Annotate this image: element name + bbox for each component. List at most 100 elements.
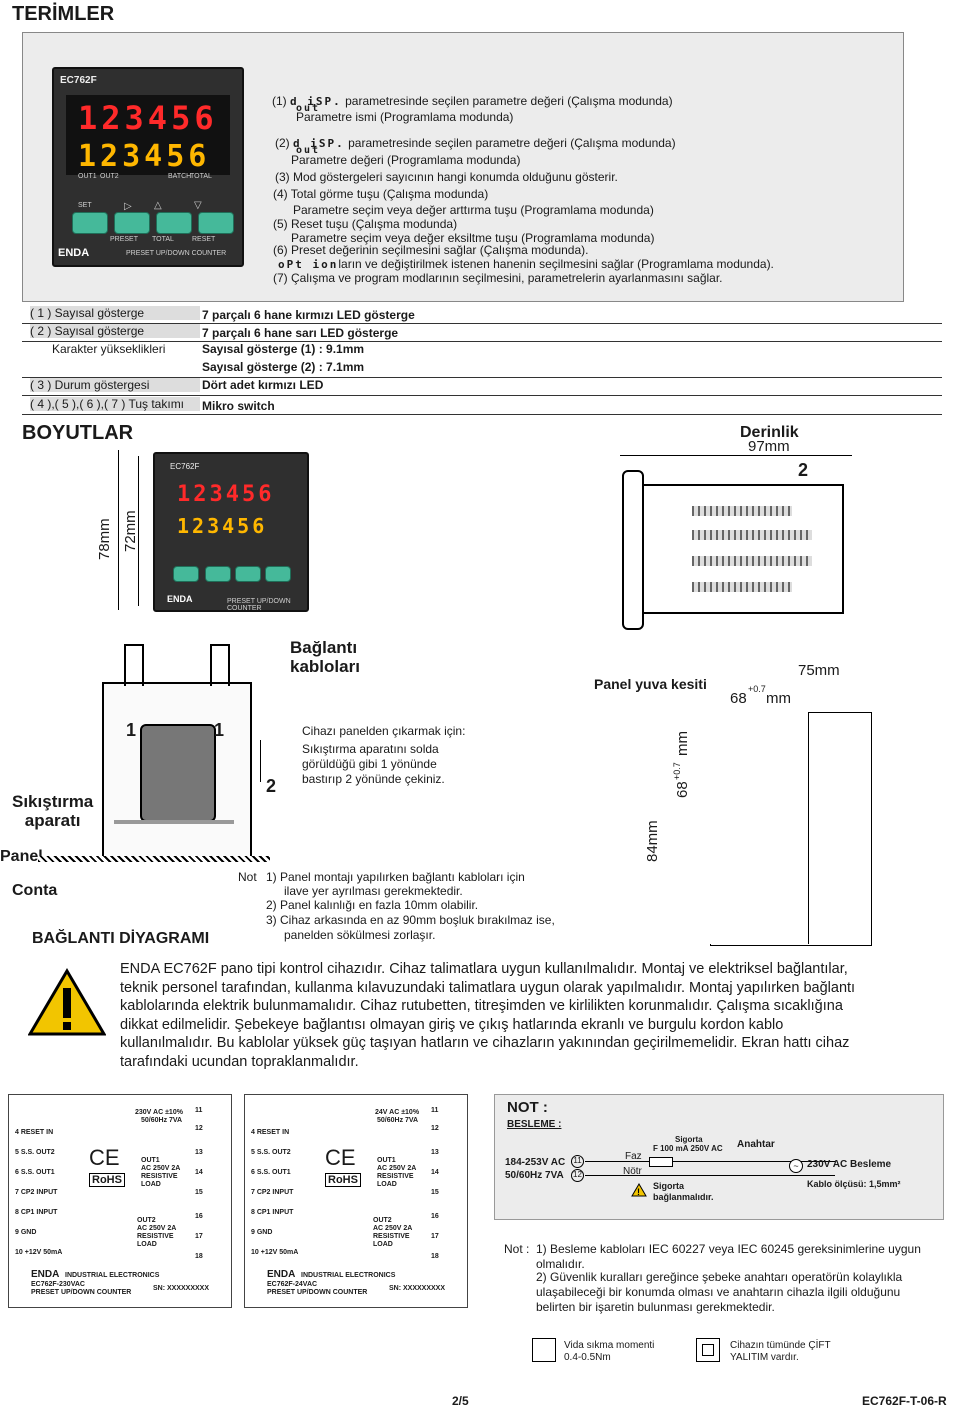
terminal-num: 17	[195, 1233, 203, 1240]
mount-note-prefix: Not	[238, 870, 257, 884]
side-bezel	[622, 470, 644, 630]
cutout-68: 68	[730, 690, 747, 707]
terminal-num: 17	[431, 1233, 439, 1240]
total-label: TOTAL	[152, 236, 174, 243]
out2-label: OUT2 AC 250V 2A RESISTIVE LOAD	[373, 1217, 413, 1248]
front-set-button	[173, 566, 199, 582]
mount-note-1: 1) Panel montajı yapılırken bağlantı kab…	[266, 870, 525, 884]
term-1-num: (1)	[272, 94, 287, 108]
front-display-2: 123456	[177, 514, 268, 538]
dimensions-title: BOYUTLAR	[22, 422, 134, 444]
cable-size: Kablo ölçüsü: 1,5mm²	[807, 1179, 901, 1189]
cutout-title: Panel yuva kesiti	[594, 676, 707, 692]
display-2: 123456	[78, 139, 211, 174]
label-sn: SN: XXXXXXXXX	[153, 1285, 210, 1292]
spec-value: 7 parçalı 6 hane sarı LED gösterge	[202, 326, 399, 340]
preset-button[interactable]	[114, 212, 150, 234]
terminal-label: 5 S.S. OUT2	[15, 1149, 55, 1156]
supply-label: 230V AC ±10%	[135, 1109, 183, 1116]
down-arrow-icon: ▽	[194, 200, 202, 211]
cutout-68-v: 68	[674, 781, 691, 798]
warning-text: ENDA EC762F pano tipi kontrol cihazıdır.…	[120, 961, 856, 1070]
term-2: (2) d iSP. parametresinde seçilen parame…	[275, 136, 676, 151]
insulation-text: Cihazın tümünde ÇİFT YALITIM vardır.	[730, 1340, 831, 1363]
supply-label-2: 50/60Hz 7VA	[141, 1117, 183, 1124]
indicator-out1: OUT1	[78, 173, 97, 180]
front-total-button	[235, 566, 261, 582]
pull-arrow	[260, 740, 261, 782]
cutout-84: 84mm	[644, 820, 661, 862]
term-7: (7) Çalışma ve program modlarının seçilm…	[273, 271, 723, 285]
rohs-logo: RoHS	[325, 1173, 361, 1187]
terminal-12: 12	[571, 1169, 584, 1182]
document-code: EC762F-T-06-R	[862, 1394, 947, 1408]
front-preset-button	[205, 566, 231, 582]
cable-label: Bağlantı kabloları	[290, 638, 360, 676]
depth-line	[620, 455, 852, 456]
gasket-label: Conta	[12, 882, 58, 899]
install-note-2: 2) Güvenlik kuralları gereğince şebeke a…	[536, 1270, 903, 1314]
front-reset-button	[265, 566, 291, 582]
indicator-batch: BATCH	[168, 173, 192, 180]
term-4: (4) Total görme tuşu (Çalışma modunda)	[273, 187, 489, 201]
switch-label: Anahtar	[737, 1139, 775, 1150]
ac-source-icon: ~	[789, 1159, 803, 1173]
term-6-code: oPt ion	[278, 258, 339, 271]
label-model: EC762F-230VAC	[31, 1281, 85, 1288]
clamp-drawing	[102, 644, 252, 862]
panel-section	[38, 856, 270, 862]
cutout-gap	[710, 712, 809, 944]
right-arrow-icon: ▷	[124, 201, 132, 212]
terminal-label: 5 S.S. OUT2	[251, 1149, 291, 1156]
height-72: 72mm	[122, 510, 139, 552]
torque-text: Vida sıkma momenti 0.4-0.5Nm	[564, 1340, 655, 1363]
supply-range-2: 50/60Hz 7VA	[505, 1170, 564, 1181]
terminal-num: 15	[431, 1189, 439, 1196]
wiring-label-230v: 4 RESET IN 5 S.S. OUT2 6 S.S. OUT1 7 CP2…	[8, 1094, 232, 1308]
spec-value: 7 parçalı 6 hane kırmızı LED gösterge	[202, 308, 415, 322]
spec-label: ( 4 ),( 5 ),( 6 ),( 7 ) Tuş takımı	[30, 397, 200, 411]
front-display-1: 123456	[177, 482, 275, 507]
set-button[interactable]	[72, 212, 108, 234]
cutout-68-unit: mm	[766, 690, 791, 707]
spec-row: ( 3 ) Durum göstergesi Dört adet kırmızı…	[22, 378, 942, 396]
terminal-label: 7 CP2 INPUT	[15, 1189, 58, 1196]
terminal-num: 13	[431, 1149, 439, 1156]
term-3: (3) Mod göstergeleri sayıcının hangi kon…	[275, 170, 618, 184]
ce-logo: CE	[89, 1145, 120, 1170]
terminal-label: 4 RESET IN	[15, 1129, 54, 1136]
indicator-out2: OUT2	[100, 173, 119, 180]
warning-icon: !	[631, 1183, 647, 1197]
cutout-68-v-tol: +0.7	[672, 762, 682, 780]
spec-label: ( 2 ) Sayısal gösterge	[30, 324, 200, 338]
dim-line-72	[138, 456, 139, 606]
rohs-logo: RoHS	[89, 1173, 125, 1187]
spec-row: Sayısal gösterge (2) : 7.1mm	[22, 360, 942, 378]
clamp-num-2: 1	[214, 720, 225, 740]
install-note-1: 1) Besleme kabloları IEC 60227 veya IEC …	[536, 1242, 921, 1271]
spec-value: Mikro switch	[202, 399, 275, 413]
depth-label: Derinlik	[740, 424, 799, 441]
label-brand-2: INDUSTRIAL ELECTRONICS	[65, 1272, 160, 1279]
brand-logo: ENDA	[58, 247, 90, 259]
term-5-sub: Parametre seçim veya değer eksiltme tuşu…	[291, 231, 655, 245]
total-button[interactable]	[156, 212, 192, 234]
reset-button[interactable]	[198, 212, 234, 234]
device-caption: PRESET UP/DOWN COUNTER	[126, 250, 227, 257]
terminal-num: 18	[195, 1253, 203, 1260]
spec-label: ( 3 ) Durum göstergesi	[30, 378, 200, 392]
model-label: EC762F	[60, 75, 97, 86]
neutral-label: Nötr	[623, 1166, 642, 1177]
term-6-sub-text: ların ve değiştirilmek istenen hanenin s…	[338, 257, 774, 271]
term-1-text: parametresinde seçilen parametre değeri …	[345, 94, 673, 108]
reset-label: RESET	[192, 236, 216, 243]
label-desc: PRESET UP/DOWN COUNTER	[267, 1289, 368, 1296]
supply-label-2: 50/60Hz 7VA	[377, 1117, 419, 1124]
clamp-num-1: 1	[126, 720, 137, 740]
label-sn: SN: XXXXXXXXX	[389, 1285, 446, 1292]
depth-97: 97mm	[748, 438, 790, 455]
spec-label: ( 1 ) Sayısal gösterge	[30, 306, 200, 320]
term-5: (5) Reset tuşu (Çalışma modunda)	[273, 217, 458, 231]
wiring-label-24v: 4 RESET IN 5 S.S. OUT2 6 S.S. OUT1 7 CP2…	[244, 1094, 468, 1308]
terminal-num: 11	[195, 1107, 203, 1114]
